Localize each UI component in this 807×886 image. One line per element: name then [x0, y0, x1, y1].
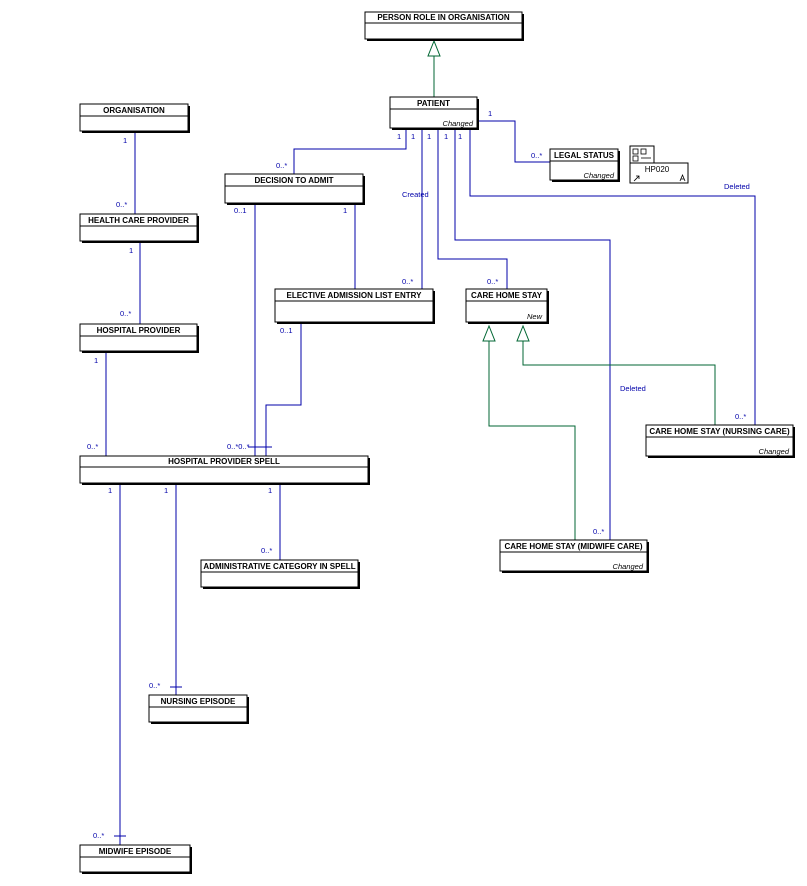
mult-dta-spell: 0..1: [234, 206, 247, 215]
note-deleted-nursing: Deleted: [724, 182, 750, 191]
multiplicities: 1 0..* 1 0..* 1 0..* 1 0..* 1 0..* 1 0..…: [87, 109, 746, 840]
patient-stereotype: Changed: [443, 119, 474, 128]
mult-spell-midwife-1: 1: [108, 486, 112, 495]
mult-pat-ele-1: 1: [411, 132, 415, 141]
assoc-patient-legal-status[interactable]: [478, 120, 550, 163]
care-home-midwife-stereotype: Changed: [613, 562, 644, 571]
assoc-patient-nursing-care[interactable]: [469, 128, 756, 425]
class-organisation[interactable]: ORGANISATION: [79, 103, 190, 133]
legal-status-name: LEGAL STATUS: [554, 151, 615, 160]
mult-ele-many: 0..*: [402, 277, 413, 286]
package-letter-icon: [679, 173, 686, 182]
assoc-patient-midwife-care[interactable]: [454, 128, 611, 540]
care-home-stay-stereotype: New: [527, 312, 543, 321]
health-care-provider-name: HEALTH CARE PROVIDER: [88, 216, 189, 225]
mult-nurs-many: 0..*: [735, 412, 746, 421]
class-care-home-nursing[interactable]: CARE HOME STAY (NURSING CARE) Changed: [645, 424, 795, 458]
assoc-patient-care-home[interactable]: [437, 128, 508, 289]
note-created: Created: [402, 190, 429, 199]
mult-pat-mid-1: 1: [444, 132, 448, 141]
mult-pat-nurs-1: 1: [458, 132, 462, 141]
legal-status-stereotype: Changed: [584, 171, 615, 180]
mult-mid-many: 0..*: [593, 527, 604, 536]
mult-legal-many: 0..*: [531, 151, 542, 160]
midwife-episode-name: MIDWIFE EPISODE: [99, 847, 172, 856]
decision-to-admit-name: DECISION TO ADMIT: [254, 176, 333, 185]
class-care-home-stay[interactable]: CARE HOME STAY New: [465, 288, 549, 324]
mult-hcp-1: 1: [129, 246, 133, 255]
gen-arrow-care-home-1: [482, 324, 496, 342]
mult-pat-chs-1: 1: [427, 132, 431, 141]
mult-midwife-many: 0..*: [93, 831, 104, 840]
hospital-provider-name: HOSPITAL PROVIDER: [97, 326, 181, 335]
mult-hp-many: 0..*: [87, 442, 98, 451]
mult-dta-ele-1: 1: [343, 206, 347, 215]
admin-category-name: ADMINISTRATIVE CATEGORY IN SPELL: [203, 562, 355, 571]
assoc-elective-spell[interactable]: [265, 322, 302, 456]
care-home-stay-name: CARE HOME STAY: [471, 291, 543, 300]
patient-name: PATIENT: [417, 99, 450, 108]
mult-nursing-many: 0..*: [149, 681, 160, 690]
mult-hcp-many: 0..*: [120, 309, 131, 318]
care-home-midwife-name: CARE HOME STAY (MIDWIFE CARE): [504, 542, 642, 551]
class-legal-status[interactable]: LEGAL STATUS Changed: [549, 148, 620, 182]
class-care-home-midwife[interactable]: CARE HOME STAY (MIDWIFE CARE) Changed: [499, 539, 649, 573]
class-person-role[interactable]: PERSON ROLE IN ORGANISATION: [364, 11, 524, 41]
assoc-patient-decision[interactable]: [293, 128, 407, 174]
change-notes: Created Deleted Deleted: [402, 182, 750, 393]
hospital-provider-spell-name: HOSPITAL PROVIDER SPELL: [168, 457, 280, 466]
associations: [105, 120, 756, 845]
care-home-nursing-stereotype: Changed: [759, 447, 790, 456]
shortcut-arrow-icon: [633, 175, 640, 182]
person-role-name: PERSON ROLE IN ORGANISATION: [377, 13, 510, 22]
mult-dta-many: 0..*: [276, 161, 287, 170]
note-deleted-midwife: Deleted: [620, 384, 646, 393]
package-name: HP020: [645, 165, 670, 174]
class-midwife-episode[interactable]: MIDWIFE EPISODE: [79, 844, 192, 874]
class-elective-admission[interactable]: ELECTIVE ADMISSION LIST ENTRY: [274, 288, 435, 324]
mult-hp-1: 1: [94, 356, 98, 365]
class-decision-to-admit[interactable]: DECISION TO ADMIT: [224, 173, 365, 205]
mult-pat-dta-1: 1: [397, 132, 401, 141]
class-health-care-provider[interactable]: HEALTH CARE PROVIDER: [79, 213, 199, 243]
elective-admission-name: ELECTIVE ADMISSION LIST ENTRY: [287, 291, 423, 300]
mult-admin-many: 0..*: [261, 546, 272, 555]
mult-spell-many: 0..*0..*: [227, 442, 250, 451]
gen-arrow-care-home-2: [516, 324, 530, 342]
package-hp020[interactable]: HP020: [629, 145, 689, 184]
mult-pat-legal-1: 1: [488, 109, 492, 118]
organisation-name: ORGANISATION: [103, 106, 165, 115]
care-home-nursing-name: CARE HOME STAY (NURSING CARE): [649, 427, 790, 436]
mult-ele-spell: 0..1: [280, 326, 293, 335]
mult-org-1: 1: [123, 136, 127, 145]
class-admin-category[interactable]: ADMINISTRATIVE CATEGORY IN SPELL: [200, 559, 360, 589]
class-patient[interactable]: PATIENT Changed: [389, 96, 479, 130]
nursing-episode-name: NURSING EPISODE: [161, 697, 236, 706]
class-hospital-provider[interactable]: HOSPITAL PROVIDER: [79, 323, 199, 353]
package-diagram-icon: [632, 148, 639, 155]
gen-arrow-person-role: [427, 39, 441, 57]
class-nursing-episode[interactable]: NURSING EPISODE: [148, 694, 249, 724]
mult-spell-admin-1: 1: [268, 486, 272, 495]
mult-chs-many: 0..*: [487, 277, 498, 286]
mult-org-many: 0..*: [116, 200, 127, 209]
class-hospital-provider-spell[interactable]: HOSPITAL PROVIDER SPELL: [79, 455, 370, 485]
gen-nursing-care-home[interactable]: [522, 341, 716, 425]
mult-spell-nursing-1: 1: [164, 486, 168, 495]
generalisations: [427, 39, 716, 540]
gen-midwife-care-home[interactable]: [488, 341, 576, 540]
